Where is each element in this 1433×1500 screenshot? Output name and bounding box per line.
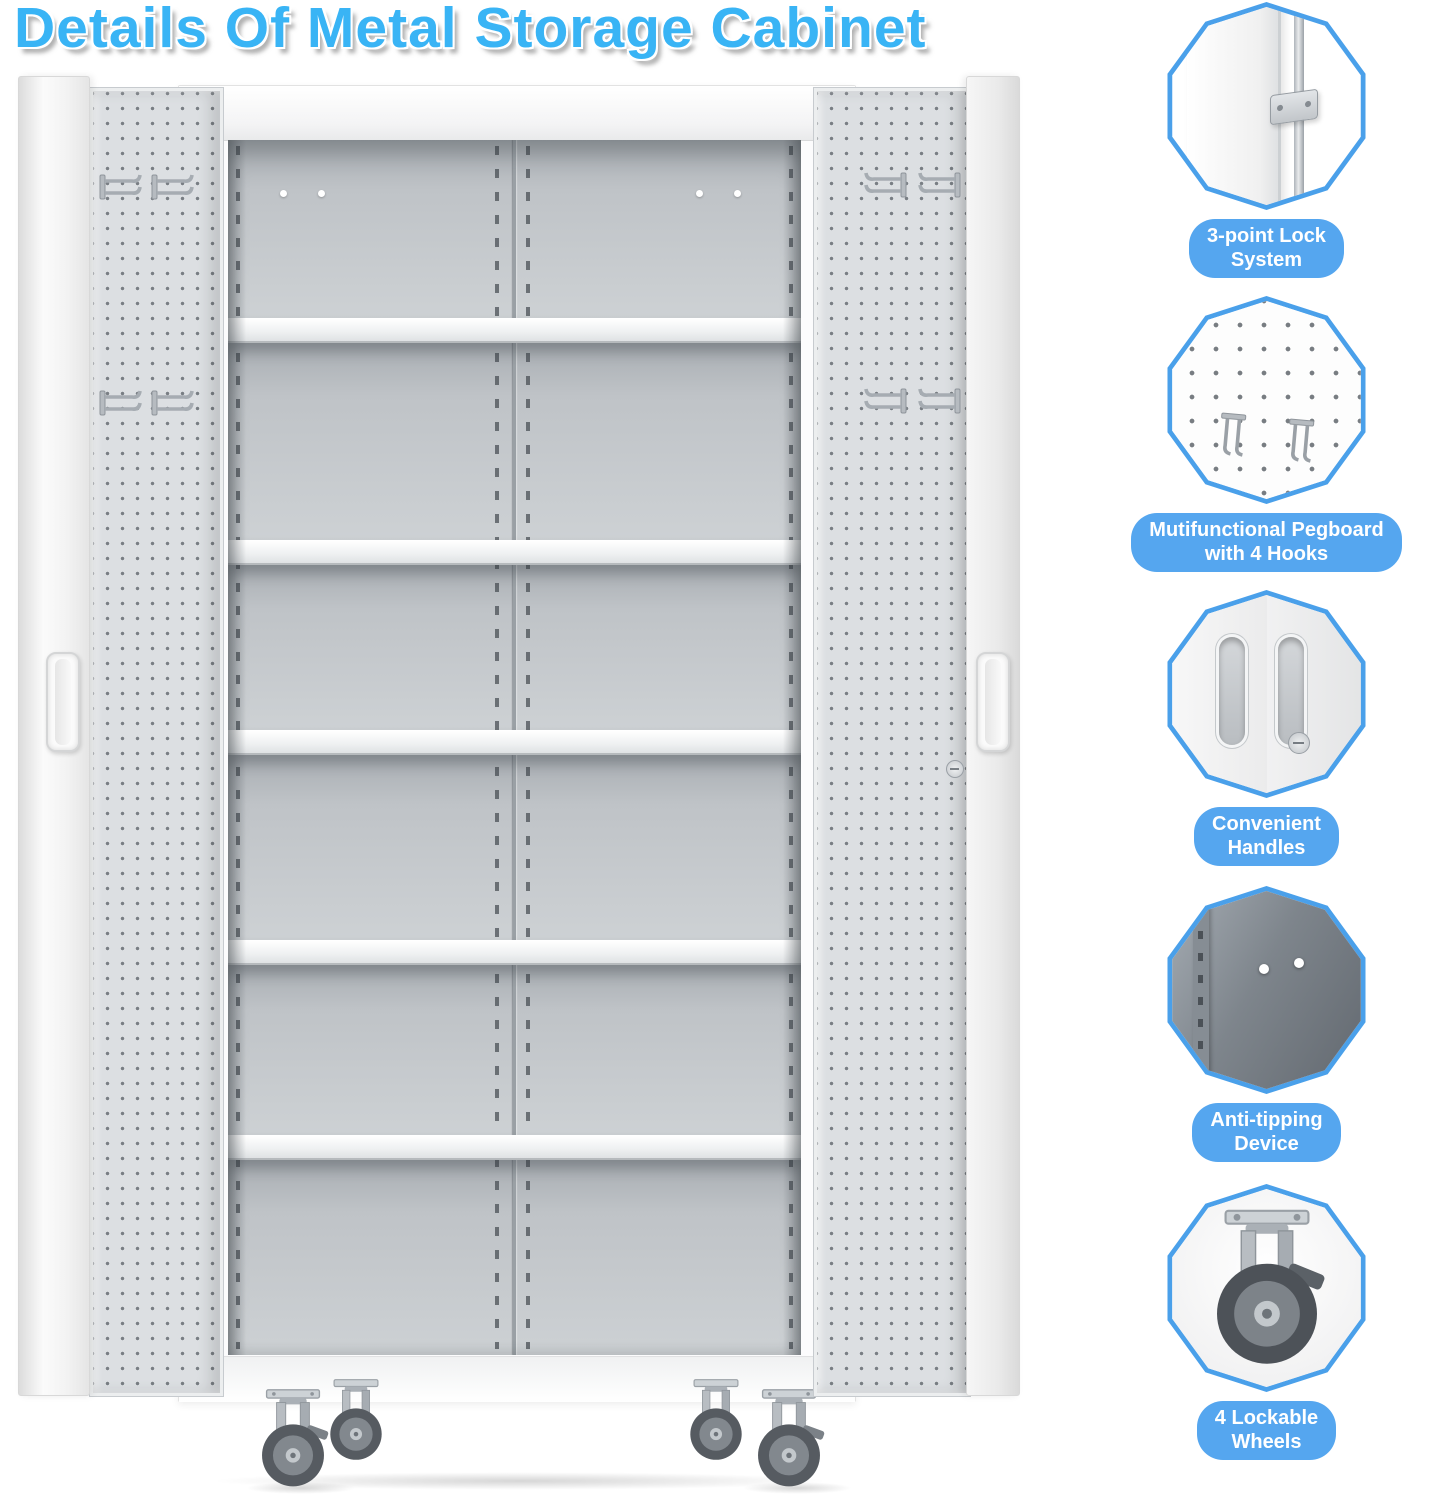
feature-label-line: Mutifunctional Pegboard [1149,519,1384,541]
feature-callouts: 3-point Lock System [1100,0,1433,1500]
pegboard-image [1167,296,1366,504]
peg-hook [148,388,196,418]
feature-lock-system: 3-point Lock System [1100,2,1433,279]
peg-hook [862,170,910,200]
feature-label: Mutifunctional Pegboard with 4 Hooks [1131,513,1402,573]
anti-tip-hole [734,190,741,197]
right-door-handle [976,652,1010,752]
cabinet-interior [228,140,801,1355]
handles-image [1167,590,1366,798]
hook-icon [151,390,194,416]
bolt [1277,104,1284,112]
right-door-pegboard [813,87,971,1397]
pegboard-photo [1172,301,1361,499]
feature-label-line: Convenient [1212,813,1321,835]
slot-post [1193,891,1210,1089]
anti-tip-hole [1258,964,1269,975]
feature-label-line: Anti-tipping [1210,1109,1323,1131]
feature-label-line: 3-point Lock [1207,225,1326,247]
feature-label: 3-point Lock System [1189,219,1344,279]
caster-wheel-icon [262,1389,329,1487]
peg-hook [148,172,196,202]
feature-label-line: 4 Lockable [1214,1407,1319,1429]
wheels-image [1167,1184,1366,1392]
feature-pegboard: Mutifunctional Pegboard with 4 Hooks [1100,296,1433,573]
feature-anti-tipping: Anti-tipping Device [1100,886,1433,1163]
anti-tip-hole [696,190,703,197]
hook-icon [918,172,961,198]
caster-wheel-icon [758,1389,825,1487]
caster-background [1172,1189,1361,1387]
hook-icon [99,390,142,416]
anti-tipping-photo [1172,891,1361,1089]
interior-shading [228,140,246,1355]
cabinet-floor-shadow [210,1472,830,1490]
feature-wheels: 4 Lockable Wheels [1100,1184,1433,1461]
peg-hook [916,170,964,200]
hook-icon [151,174,194,200]
shelf [228,1135,801,1160]
peg-hook [1282,417,1316,467]
feature-label-line: System [1230,248,1303,271]
caster-wheel [748,1388,830,1495]
feature-label-line: Device [1234,1132,1299,1155]
keyhole-icon [1288,731,1311,754]
peg-hook [96,388,144,418]
caster-wheel [252,1388,334,1495]
anti-tip-hole [280,190,287,197]
shelf [228,318,801,343]
left-door-handle [46,652,80,752]
shelf [228,940,801,965]
caster-wheel-icon [690,1379,742,1460]
door-edge-closeup [1187,7,1282,205]
wheel-shadow [742,1482,852,1494]
caster-wheel-icon [1216,1209,1324,1364]
feature-label: 4 Lockable Wheels [1196,1401,1337,1461]
hook-icon [864,388,907,414]
hook-icon [1288,418,1314,463]
wheels-photo [1172,1189,1361,1387]
feature-label-line: with 4 Hooks [1204,542,1329,565]
left-door-pegboard [89,87,224,1397]
door-lock-keyhole [946,760,964,778]
feature-label-line: Wheels [1231,1430,1302,1453]
anti-tip-hole [318,190,325,197]
feature-label: Convenient Handles [1194,807,1339,867]
shelf [228,730,801,755]
pegboard-surface [1172,301,1361,499]
lock-system-photo [1172,7,1361,205]
bolt [1305,100,1312,108]
peg-hook [96,172,144,202]
lock-system-image [1167,2,1366,210]
cabinet-top-panel [179,86,855,141]
wheel-shadow [246,1482,356,1494]
hook-icon [1220,412,1246,457]
interior-shading [783,140,801,1355]
caster-wheel [682,1378,750,1468]
page-title: Details Of Metal Storage Cabinet [14,0,927,60]
feature-label: Anti-tipping Device [1192,1103,1341,1163]
hook-icon [99,174,142,200]
handles-photo [1172,595,1361,793]
hook-icon [918,388,961,414]
recessed-handle [1218,636,1245,746]
recessed-handle [1278,636,1305,746]
caster-wheel [322,1378,390,1468]
caster-wheel-icon [330,1379,382,1460]
hook-icon [864,172,907,198]
anti-tip-hole [1294,958,1305,969]
peg-hook [862,386,910,416]
peg-hook [1214,411,1248,461]
feature-label-line: Handles [1227,836,1306,859]
lock-bracket [1270,88,1319,126]
shelf [228,540,801,565]
peg-hook [916,386,964,416]
feature-handles: Convenient Handles [1100,590,1433,867]
anti-tipping-image [1167,886,1366,1094]
